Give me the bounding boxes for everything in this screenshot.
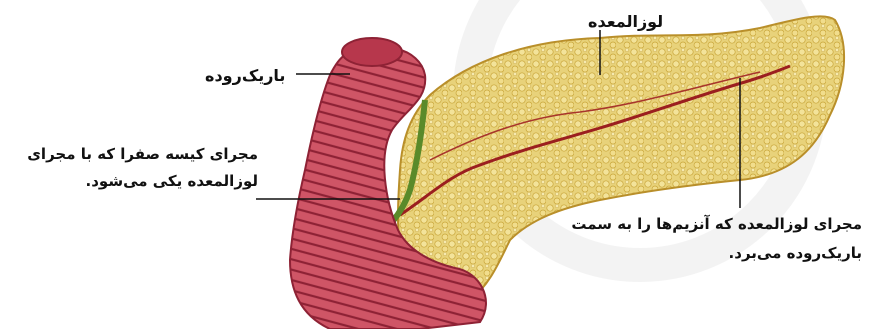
pancreatic-duct-label-line1: مجرای لوزالمعده که آنزیم‌ها را به سمت [590, 210, 862, 239]
small-intestine-label: باریک‌روده [205, 66, 285, 85]
bile-duct-label-line2: لوزالمعده یکی می‌شود. [8, 168, 258, 195]
pancreas-label: لوزالمعده [588, 12, 663, 31]
intestine-opening [342, 38, 402, 66]
bile-duct-label: مجرای کیسه صفرا که با مجرای لوزالمعده یک… [8, 141, 258, 195]
bile-duct-label-line1: مجرای کیسه صفرا که با مجرای [8, 141, 258, 168]
pancreatic-duct-label: مجرای لوزالمعده که آنزیم‌ها را به سمت با… [590, 210, 862, 268]
pancreatic-duct-label-line2: باریک‌روده می‌برد. [590, 239, 862, 268]
